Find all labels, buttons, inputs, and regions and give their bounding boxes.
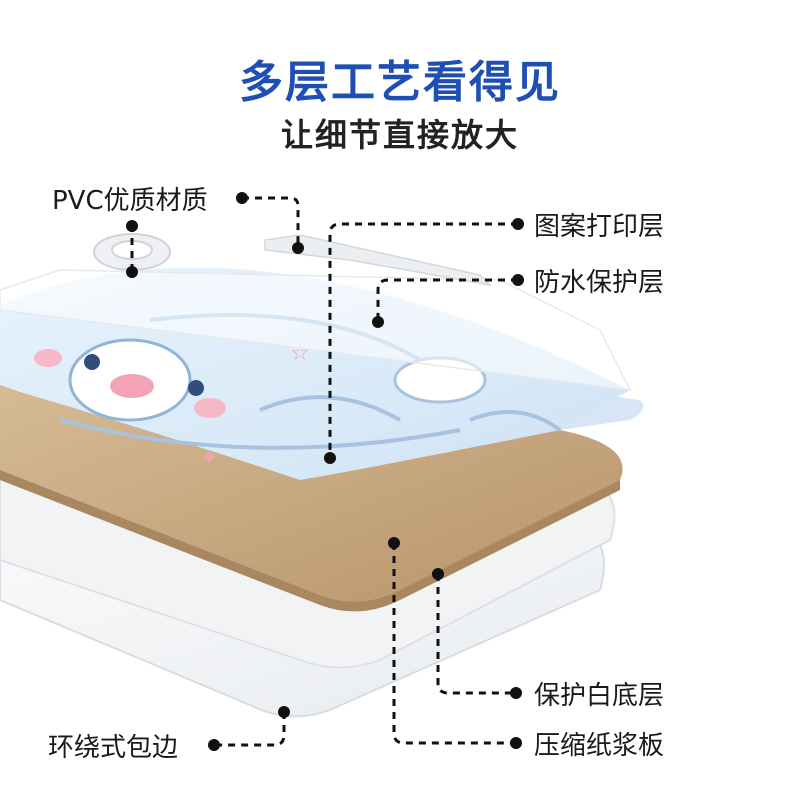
waterproof-clear-layer <box>0 269 632 391</box>
leader-dots <box>126 192 524 751</box>
label-pulp-board: 压缩纸浆板 <box>534 731 665 761</box>
leader-lines <box>130 196 518 747</box>
page-subtitle: 让细节直接放大 <box>280 116 519 154</box>
label-wrap-edge: 环绕式包边 <box>48 733 179 763</box>
label-print-layer: 图案打印层 <box>534 212 665 242</box>
svg-text:✦: ✦ <box>200 446 218 471</box>
page-title: 多层工艺看得见 <box>239 57 561 108</box>
label-pvc-material: PVC优质材质 <box>52 186 208 216</box>
label-waterproof-layer: 防水保护层 <box>534 268 665 298</box>
label-white-base-layer: 保护白底层 <box>534 681 665 711</box>
